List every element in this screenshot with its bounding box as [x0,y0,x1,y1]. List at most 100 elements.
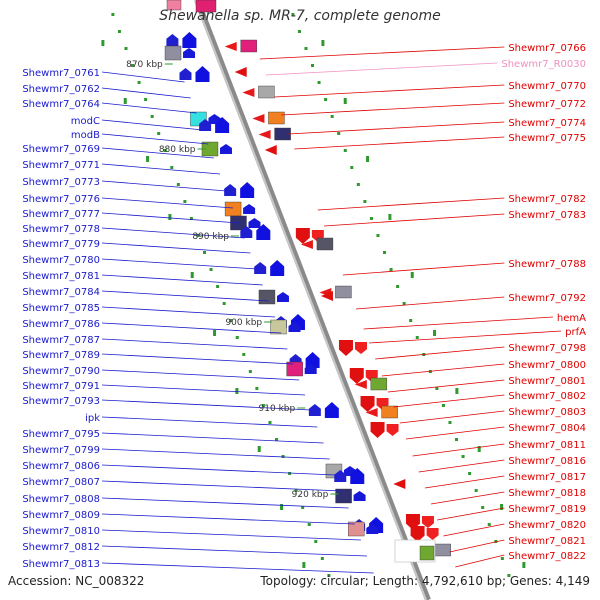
gene-arrow [354,380,367,389]
leader-line [399,410,505,424]
leader-line [265,62,498,76]
tick-dots [101,13,526,577]
tick-dot [261,404,265,407]
gene-label-right: Shewmr7_0817 [508,472,586,483]
gene-arrow [224,42,237,51]
gene-block [240,39,257,53]
tick-dot [317,81,321,84]
gene-block [274,127,291,141]
gene-arrow [254,262,267,274]
gene-label-left: Shewmr7_0790 [22,366,100,377]
leader-line [101,480,343,492]
tick-dot [137,81,141,84]
leader-line [355,296,505,310]
leader-line [259,46,505,60]
tick-dash [366,156,370,162]
tick-dot [307,523,311,526]
leader-line [101,290,269,302]
gene-block [316,237,334,251]
gene-label-left: Shewmr7_0784 [22,287,100,298]
gene-label-left: Shewmr7_0809 [22,510,100,521]
scale-mark-label: 890 kbp [192,232,229,242]
gene-arrow [365,408,378,417]
gene-label-right: Shewmr7_0804 [508,423,586,434]
gene-label-right: Shewmr7_0788 [508,259,586,270]
gene-arrow [320,291,333,301]
gene-block [335,488,352,504]
gene-label-right: Shewmr7_0818 [508,488,586,499]
leader-line [101,242,251,254]
gene-label-right: Shewmr7_0766 [508,43,586,54]
tick-dash [101,40,105,46]
map-title: Shewanella sp. MR-7, complete genome [159,8,441,24]
leader-line [101,464,336,476]
gene-label-left: Shewmr7_0773 [22,177,100,188]
gene-arrow [240,226,253,238]
gene-label-right: Shewmr7_0802 [508,391,586,402]
tick-dot [468,472,472,475]
tick-dot [124,47,128,50]
leader-line [381,363,505,377]
leader-line [317,197,505,211]
tick-dot [311,64,315,67]
tick-dash [190,272,194,278]
tick-dot [291,13,295,16]
gene-block [166,0,182,11]
gene-label-left: Shewmr7_0813 [22,559,100,570]
leader-line [274,84,505,98]
tick-dot [474,489,478,492]
gene-arrow [421,516,434,528]
leader-line [449,539,505,553]
tick-dot [314,540,318,543]
backbone-line [194,0,431,600]
leader-line [101,432,324,444]
gene-label-left: Shewmr7_0791 [22,381,100,392]
gene-block [370,377,388,391]
gene-block [286,361,303,377]
tick-dot [402,302,406,305]
gene-block [195,0,217,13]
tick-dash [321,40,325,46]
gene-label-left: Shewmr7_0810 [22,526,100,537]
gene-label-right: Shewmr7_0822 [508,551,586,562]
gene-label-right: Shewmr7_0816 [508,456,586,467]
gene-arrow [179,68,192,80]
gene-arrow [219,144,232,154]
leader-line [101,562,374,574]
gene-label-right: Shewmr7_0775 [508,133,586,144]
tick-dot [487,523,491,526]
gene-arrow [195,66,210,82]
gene-arrow [256,224,271,240]
tick-dot [242,353,246,356]
leader-line [323,213,505,227]
gene-arrow [276,292,289,302]
gene-label-left: Shewmr7_0812 [22,542,100,553]
tick-dash [146,156,150,162]
tick-dot [294,489,298,492]
gene-arrow [349,368,364,384]
tick-dot [144,98,148,101]
gene-block [381,405,398,419]
scale-mark-label: 870 kbp [126,60,163,70]
tick-dash [433,330,437,336]
tick-dot [304,47,308,50]
gene-label-right: Shewmr7_0774 [508,118,586,129]
gene-arrow [258,130,271,139]
gene-arrow [224,184,237,196]
leader-line [101,497,349,509]
leader-line [405,426,505,440]
tick-dot [131,64,135,67]
tick-dot [350,166,354,169]
tick-dash [257,446,261,452]
gene-label-left: Shewmr7_0786 [22,319,100,330]
leader-line [369,330,562,344]
gene-label-left: Shewmr7_0787 [22,335,100,346]
tick-dot [216,285,220,288]
gene-label-left: Shewmr7_0764 [22,99,100,110]
tick-dot [448,421,452,424]
tick-dot [409,319,413,322]
gene-label-left: Shewmr7_0776 [22,194,100,205]
backbone-highlight [194,0,427,600]
gene-arrow [300,240,313,249]
gene-block [268,111,285,125]
